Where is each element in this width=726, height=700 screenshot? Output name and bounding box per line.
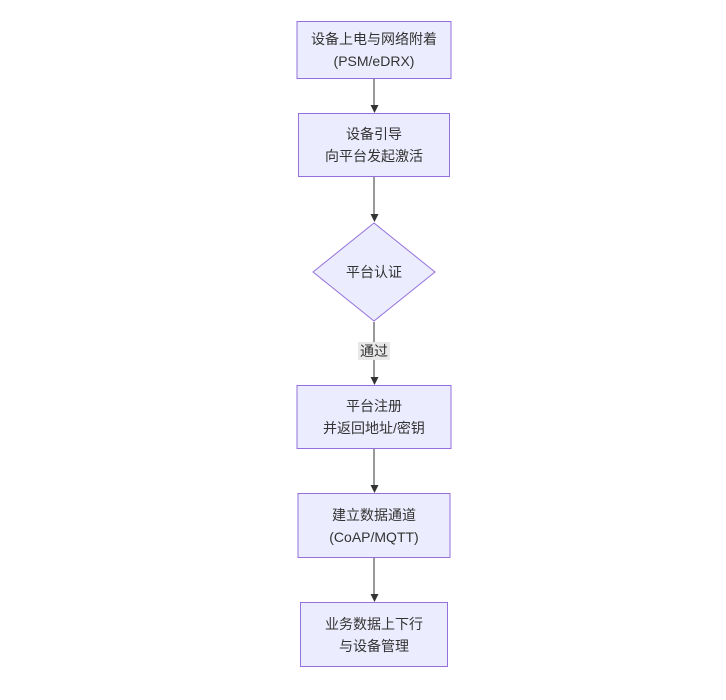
node-text-line: 设备引导 bbox=[346, 126, 402, 142]
diamond-shape-icon bbox=[312, 222, 436, 322]
node-text-line: 向平台发起激活 bbox=[325, 148, 423, 164]
arrowhead-down-icon bbox=[370, 105, 378, 113]
node-text-line: 并返回地址/密钥 bbox=[323, 420, 425, 436]
edge-label-pass: 通过 bbox=[358, 342, 390, 360]
arrowhead-down-icon bbox=[370, 377, 378, 385]
node-text-line: 平台认证 bbox=[346, 264, 402, 280]
node-text-line: 设备上电与网络附着 bbox=[311, 31, 437, 47]
flow-node-platform-auth: 平台认证 bbox=[312, 222, 436, 322]
node-text-line: 平台注册 bbox=[346, 398, 402, 414]
node-text-line: (PSM/eDRX) bbox=[333, 53, 415, 69]
edge-line bbox=[373, 558, 375, 594]
node-text-line: (CoAP/MQTT) bbox=[329, 528, 419, 545]
flow-node-data-channel: 建立数据通道 (CoAP/MQTT) bbox=[297, 493, 451, 558]
edge-arrow-register-to-channel bbox=[370, 449, 379, 493]
edge-arrow-channel-to-business bbox=[370, 558, 379, 602]
arrowhead-down-icon bbox=[370, 594, 378, 602]
edge-line bbox=[373, 177, 375, 214]
arrowhead-down-icon bbox=[370, 214, 378, 222]
flow-node-power-attach: 设备上电与网络附着 (PSM/eDRX) bbox=[296, 21, 452, 79]
flow-node-bootstrap: 设备引导 向平台发起激活 bbox=[298, 113, 450, 177]
edge-line bbox=[373, 79, 375, 105]
node-text-line: 业务数据上下行 bbox=[325, 615, 423, 632]
flow-node-register: 平台注册 并返回地址/密钥 bbox=[296, 385, 452, 449]
flow-node-business-data: 业务数据上下行 与设备管理 bbox=[300, 602, 448, 667]
edge-arrow-bootstrap-to-auth bbox=[370, 177, 379, 222]
node-text-line: 建立数据通道 bbox=[332, 506, 416, 523]
edge-arrow-power-to-bootstrap bbox=[370, 79, 379, 113]
arrowhead-down-icon bbox=[370, 485, 378, 493]
node-text-line: 与设备管理 bbox=[339, 637, 409, 654]
edge-line bbox=[373, 449, 375, 485]
